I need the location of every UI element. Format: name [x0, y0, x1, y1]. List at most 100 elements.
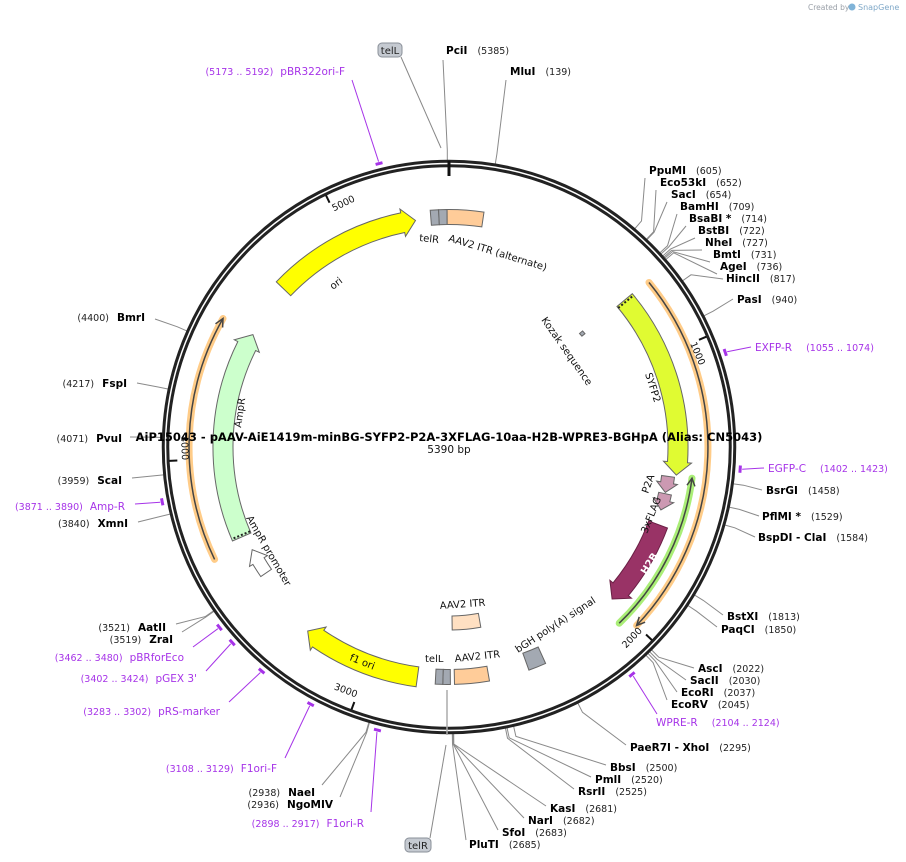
enzyme-label[interactable]: EcoRI(2037) — [681, 687, 755, 699]
enzyme-label[interactable]: SacI(654) — [671, 189, 731, 201]
label-aav2-itr[interactable]: AAV2 ITR — [454, 649, 501, 665]
enzyme-site[interactable]: PasI(940) — [703, 294, 797, 317]
feature-telr-block[interactable] — [429, 209, 440, 226]
primer-label[interactable]: (3402 .. 3424)pGEX 3' — [81, 673, 197, 685]
enzyme-site[interactable]: (4217)FspI — [63, 378, 168, 390]
enzyme-label[interactable]: BsrGI(1458) — [766, 485, 840, 497]
enzyme-site[interactable]: BstXI(1813) — [694, 594, 800, 623]
enzyme-site[interactable]: MluI(139) — [494, 66, 571, 164]
primer-label[interactable]: EGFP-C(1402 .. 1423) — [768, 463, 888, 475]
enzyme-site[interactable]: BstBI(722) — [662, 225, 765, 257]
enzyme-site[interactable]: PaeR7I - XhoI(2295) — [577, 703, 751, 754]
primer-label[interactable]: (2898 .. 2917)F1ori-R — [252, 818, 364, 830]
feature-3xflag-arrow[interactable] — [652, 491, 676, 511]
enzyme-label[interactable]: SacII(2030) — [690, 675, 760, 687]
enzyme-label[interactable]: (3521)AatII — [98, 622, 166, 634]
enzyme-site[interactable]: SacI(654) — [646, 189, 731, 240]
enzyme-label[interactable]: BamHI(709) — [680, 201, 754, 213]
primer-site[interactable]: WPRE-R(2104 .. 2124) — [628, 671, 780, 729]
primer-label[interactable]: WPRE-R(2104 .. 2124) — [656, 717, 780, 729]
enzyme-label[interactable]: (3840)XmnI — [58, 518, 128, 530]
enzyme-label[interactable]: PflMI *(1529) — [762, 511, 843, 523]
label-kozak[interactable]: Kozak sequence — [539, 315, 594, 387]
label-bgh-polya[interactable]: bGH poly(A) signal — [514, 595, 598, 655]
enzyme-label[interactable]: EcoRV(2045) — [671, 699, 749, 711]
label-p2a[interactable]: P2A — [640, 473, 657, 495]
label-aav2-itr-inner[interactable]: AAV2 ITR — [439, 598, 485, 612]
enzyme-site[interactable]: EcoRI(2037) — [647, 653, 755, 699]
enzyme-site[interactable]: BspDI - ClaI(1584) — [725, 524, 868, 544]
feature-tell-block[interactable] — [434, 668, 444, 685]
primer-site[interactable]: (5173 .. 5192)pBR322ori-F — [205, 66, 383, 166]
enzyme-label[interactable]: SfoI(2683) — [502, 827, 567, 839]
enzyme-site[interactable]: BsrGI(1458) — [733, 483, 840, 497]
enzyme-label[interactable]: PciI(5385) — [446, 45, 509, 57]
feature-ori-arrow[interactable] — [275, 207, 417, 297]
enzyme-site[interactable]: BmtI(731) — [664, 249, 776, 263]
feature-aav2-itr-arrow[interactable] — [453, 665, 491, 685]
enzyme-site[interactable]: BsaBI *(714) — [660, 213, 767, 255]
feature-ampr-arrow[interactable] — [212, 333, 261, 542]
feature-telr-block[interactable] — [438, 208, 448, 226]
enzyme-label[interactable]: MluI(139) — [510, 66, 571, 78]
enzyme-site[interactable]: AscI(2022) — [651, 649, 764, 675]
enzyme-site[interactable]: BamHI(709) — [659, 201, 754, 253]
primer-site[interactable]: EGFP-C(1402 .. 1423) — [738, 463, 888, 475]
enzyme-label[interactable]: BbsI(2500) — [610, 762, 677, 774]
enzyme-site[interactable]: KasI(2681) — [453, 733, 617, 815]
primer-site[interactable]: (3871 .. 3890)Amp-R — [15, 498, 165, 513]
enzyme-site[interactable]: (3840)XmnI — [58, 513, 171, 530]
enzyme-site[interactable]: (2936)NgoMIV — [247, 722, 370, 811]
enzyme-label[interactable]: PpuMI(605) — [649, 165, 722, 177]
feature-h2b-arrow[interactable] — [609, 520, 669, 600]
enzyme-site[interactable]: PflMI *(1529) — [729, 506, 843, 523]
enzyme-label[interactable]: (4217)FspI — [63, 378, 127, 390]
enzyme-label[interactable]: Eco53kI(652) — [660, 177, 742, 189]
feature-aav2-itr-arrow[interactable] — [451, 612, 482, 631]
label-aav2-itr-alternate[interactable]: AAV2 ITR (alternate) — [447, 233, 548, 273]
enzyme-site[interactable]: RsrII(2525) — [505, 728, 647, 798]
enzyme-site[interactable]: (2938)NaeI — [249, 722, 370, 799]
enzyme-label[interactable]: KasI(2681) — [550, 803, 617, 815]
primer-site[interactable]: EXFP-R(1055 .. 1074) — [722, 342, 874, 357]
enzyme-label[interactable]: NheI(727) — [705, 237, 768, 249]
feature-ampr-promoter-arrow[interactable] — [248, 549, 273, 578]
enzyme-site[interactable]: Eco53kI(652) — [646, 177, 742, 240]
enzyme-label[interactable]: (2936)NgoMIV — [247, 799, 333, 811]
enzyme-site[interactable]: SfoI(2683) — [452, 733, 567, 839]
enzyme-label[interactable]: BsaBI *(714) — [689, 213, 767, 225]
enzyme-site[interactable]: (3959)ScaI — [58, 474, 164, 487]
enzyme-site[interactable]: (4400)BmrI — [77, 312, 187, 332]
primer-site[interactable]: (3462 .. 3480)pBRforEco — [55, 623, 223, 664]
enzyme-label[interactable]: (4071)PvuI — [56, 433, 122, 445]
enzyme-label[interactable]: AscI(2022) — [698, 663, 764, 675]
feature-aav2-itr-alternate-arrow[interactable] — [446, 208, 485, 228]
badge-telL[interactable]: telL — [377, 42, 403, 58]
enzyme-label[interactable]: NarI(2682) — [528, 815, 595, 827]
enzyme-site[interactable]: PciI(5385) — [442, 45, 509, 160]
primer-label[interactable]: EXFP-R(1055 .. 1074) — [755, 342, 874, 354]
primer-site[interactable]: (3402 .. 3424)pGEX 3' — [81, 638, 236, 685]
feature-f1-ori-arrow[interactable] — [307, 626, 420, 688]
enzyme-label[interactable]: (3959)ScaI — [58, 475, 122, 487]
enzyme-label[interactable]: PaqCI(1850) — [721, 624, 796, 636]
enzyme-site[interactable]: (4071)PvuI — [56, 433, 163, 445]
enzyme-label[interactable]: (4400)BmrI — [77, 312, 145, 324]
enzyme-site[interactable]: PmlI(2520) — [506, 727, 663, 786]
label-ampr[interactable]: AmpR — [233, 397, 248, 428]
enzyme-label[interactable]: BstBI(722) — [698, 225, 765, 237]
enzyme-site[interactable]: PpuMI(605) — [634, 165, 722, 229]
enzyme-site[interactable]: SacII(2030) — [649, 651, 760, 687]
enzyme-site[interactable]: NheI(727) — [663, 237, 768, 258]
feature-bgh-poly-a-signal-arrow[interactable] — [522, 646, 547, 671]
primer-label[interactable]: (3108 .. 3129)F1ori-F — [166, 763, 277, 775]
enzyme-site[interactable]: HincII(817) — [682, 273, 796, 285]
feature-p2a-arrow[interactable] — [655, 474, 679, 494]
enzyme-label[interactable]: PluTI(2685) — [469, 839, 540, 851]
primer-label[interactable]: (5173 .. 5192)pBR322ori-F — [205, 66, 345, 78]
enzyme-site[interactable]: PaqCI(1850) — [687, 605, 796, 636]
enzyme-site[interactable]: BbsI(2500) — [513, 726, 678, 774]
label-telL[interactable]: telL — [425, 654, 444, 665]
enzyme-site[interactable]: (3519)ZraI — [110, 611, 215, 647]
enzyme-site[interactable]: PluTI(2685) — [451, 733, 540, 851]
